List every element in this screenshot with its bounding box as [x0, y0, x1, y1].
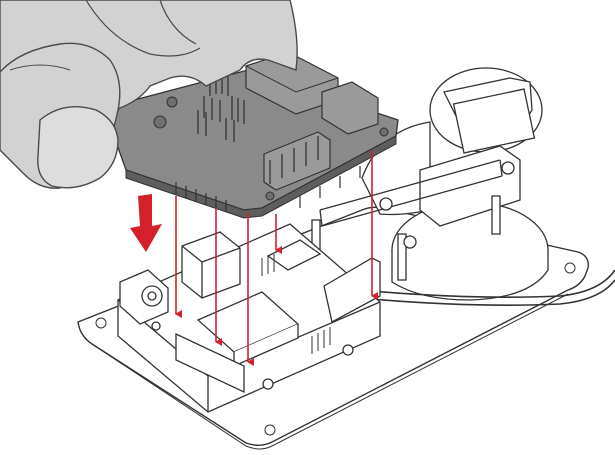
- down-arrow-icon: [130, 194, 162, 252]
- alignment-guides: [175, 150, 378, 366]
- servo-icon: [311, 67, 615, 306]
- shield-board-icon: [103, 51, 399, 219]
- hand-icon: [0, 0, 298, 189]
